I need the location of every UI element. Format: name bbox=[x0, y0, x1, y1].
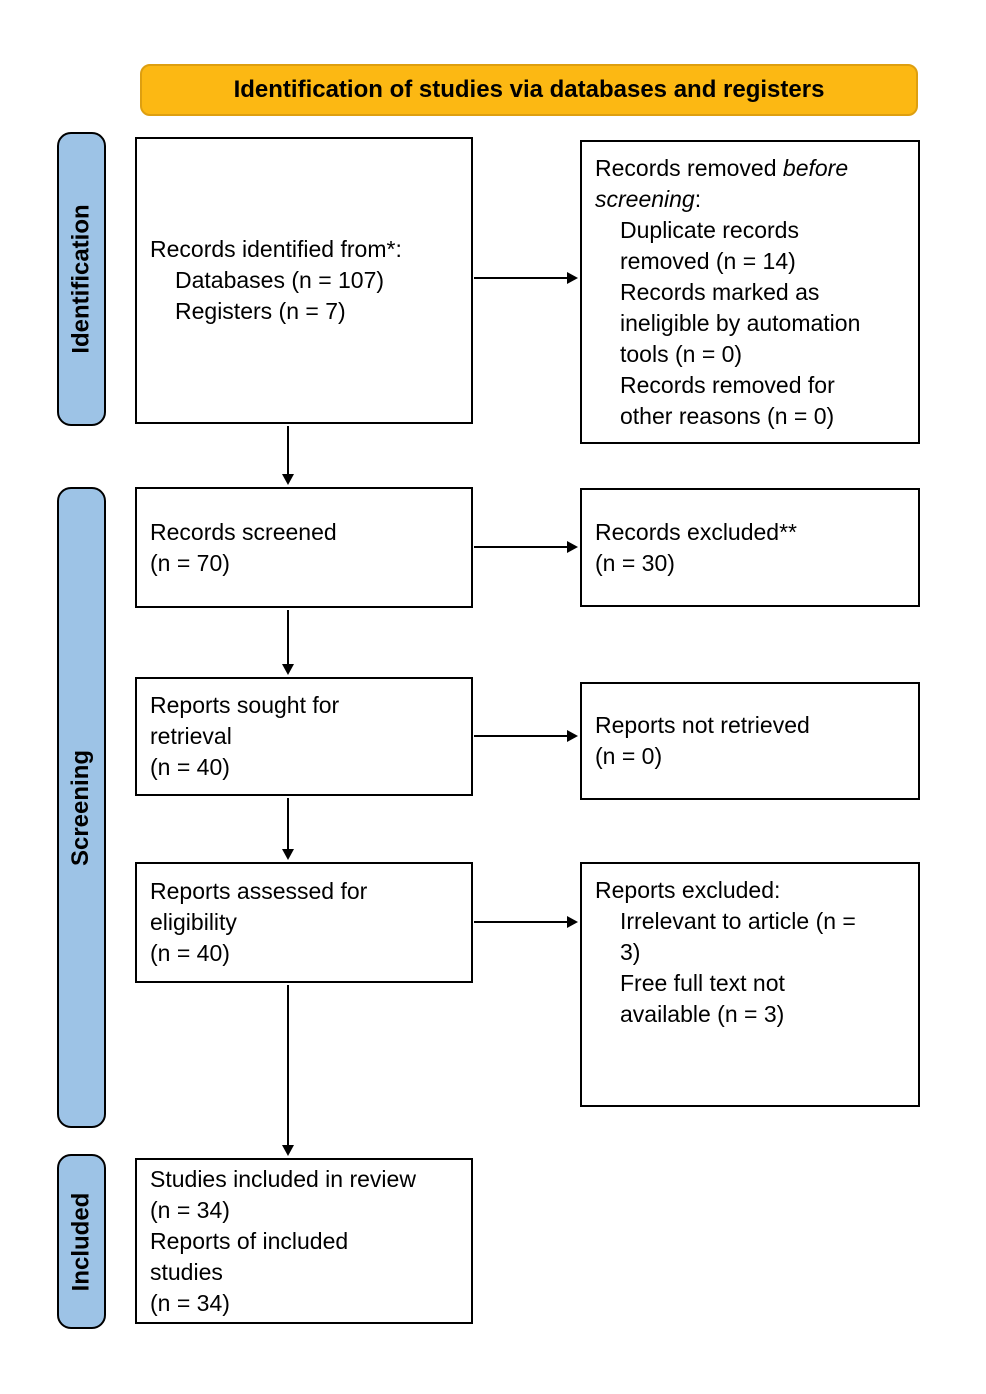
stage-label-identification-text: Identification bbox=[67, 204, 95, 354]
text-segment: Records removed bbox=[595, 155, 783, 181]
arrow-shaft bbox=[287, 426, 289, 476]
text-line: tools (n = 0) bbox=[620, 341, 743, 367]
banner-title: Identification of studies via databases … bbox=[140, 64, 918, 116]
text-line: retrieval bbox=[150, 723, 232, 749]
box-reports-assessed: Reports assessed for eligibility (n = 40… bbox=[135, 862, 473, 983]
box-records-excluded: Records excluded** (n = 30) bbox=[580, 488, 920, 607]
text-line: Records removed for bbox=[620, 372, 835, 398]
arrow-head bbox=[567, 541, 578, 553]
arrow-head bbox=[567, 730, 578, 742]
text-line: (n = 40) bbox=[150, 754, 230, 780]
text-line: Reports assessed for bbox=[150, 878, 368, 904]
arrow-screened-to-sought bbox=[281, 610, 295, 675]
text-line: other reasons (n = 0) bbox=[620, 403, 835, 429]
text-line: Registers (n = 7) bbox=[175, 298, 346, 324]
text-line: Reports of included bbox=[150, 1227, 349, 1254]
box-records-identified: Records identified from*: Databases (n =… bbox=[135, 137, 473, 424]
text-line: Reports not retrieved bbox=[595, 712, 810, 738]
text-line: Records marked as bbox=[620, 279, 820, 305]
text-line: ineligible by automation bbox=[620, 310, 861, 336]
box-records-screened: Records screened (n = 70) bbox=[135, 487, 473, 608]
text-line: Records identified from*: bbox=[150, 236, 402, 262]
text-line: Studies included in review bbox=[150, 1165, 416, 1192]
arrow-assessed-to-reports-excluded bbox=[474, 915, 578, 929]
box-reports-not-retrieved: Reports not retrieved (n = 0) bbox=[580, 682, 920, 800]
text-segment-italic: before screening bbox=[595, 155, 849, 212]
arrow-assessed-to-included bbox=[281, 985, 295, 1156]
banner-title-text: Identification of studies via databases … bbox=[233, 76, 825, 103]
text-line: Duplicate records bbox=[620, 217, 799, 243]
arrow-head bbox=[282, 1145, 294, 1156]
arrow-shaft bbox=[287, 798, 289, 851]
text-line: (n = 0) bbox=[595, 743, 663, 769]
text-line: (n = 34) bbox=[150, 1196, 230, 1223]
stage-label-screening-text: Screening bbox=[67, 749, 95, 866]
text-segment: : bbox=[694, 186, 702, 212]
text-line: studies bbox=[150, 1258, 223, 1285]
stage-label-included-text: Included bbox=[67, 1192, 95, 1291]
text-line: Irrelevant to article (n = bbox=[620, 908, 856, 934]
box-reports-sought: Reports sought for retrieval (n = 40) bbox=[135, 677, 473, 796]
box-records-removed: Records removed before screening: Duplic… bbox=[580, 140, 920, 444]
arrow-shaft bbox=[287, 985, 289, 1147]
text-line: Records screened bbox=[150, 518, 337, 545]
stage-label-screening: Screening bbox=[57, 487, 106, 1128]
arrow-sought-to-not-retrieved bbox=[474, 729, 578, 743]
arrow-head bbox=[567, 272, 578, 284]
arrow-shaft bbox=[287, 610, 289, 666]
text-line: (n = 30) bbox=[595, 549, 675, 576]
text-line: Databases (n = 107) bbox=[175, 267, 385, 293]
box-studies-included: Studies included in review (n = 34) Repo… bbox=[135, 1158, 473, 1324]
arrow-head bbox=[282, 664, 294, 675]
text-line: (n = 70) bbox=[150, 549, 230, 576]
text-line: Records removed before screening: bbox=[595, 153, 912, 215]
arrow-shaft bbox=[474, 921, 569, 923]
text-line: removed (n = 14) bbox=[620, 248, 796, 274]
stage-label-included: Included bbox=[57, 1154, 106, 1329]
arrow-head bbox=[282, 849, 294, 860]
text-line: 3) bbox=[620, 939, 641, 965]
arrow-head bbox=[567, 916, 578, 928]
text-line: eligibility bbox=[150, 909, 237, 935]
text-line: Free full text not bbox=[620, 970, 785, 996]
text-line: (n = 40) bbox=[150, 940, 230, 966]
stage-label-identification: Identification bbox=[57, 132, 106, 426]
arrow-head bbox=[282, 474, 294, 485]
arrow-shaft bbox=[474, 546, 569, 548]
text-line: Records excluded** bbox=[595, 518, 798, 545]
text-line: (n = 34) bbox=[150, 1289, 230, 1316]
arrow-sought-to-assessed bbox=[281, 798, 295, 860]
arrow-shaft bbox=[474, 277, 569, 279]
arrow-identified-to-screened bbox=[281, 426, 295, 485]
arrow-identified-to-removed bbox=[474, 271, 578, 285]
text-line: Reports sought for bbox=[150, 692, 340, 718]
box-reports-excluded: Reports excluded: Irrelevant to article … bbox=[580, 862, 920, 1107]
text-line: available (n = 3) bbox=[620, 1001, 785, 1027]
arrow-shaft bbox=[474, 735, 569, 737]
arrow-screened-to-excluded bbox=[474, 540, 578, 554]
text-line: Reports excluded: bbox=[595, 877, 781, 903]
